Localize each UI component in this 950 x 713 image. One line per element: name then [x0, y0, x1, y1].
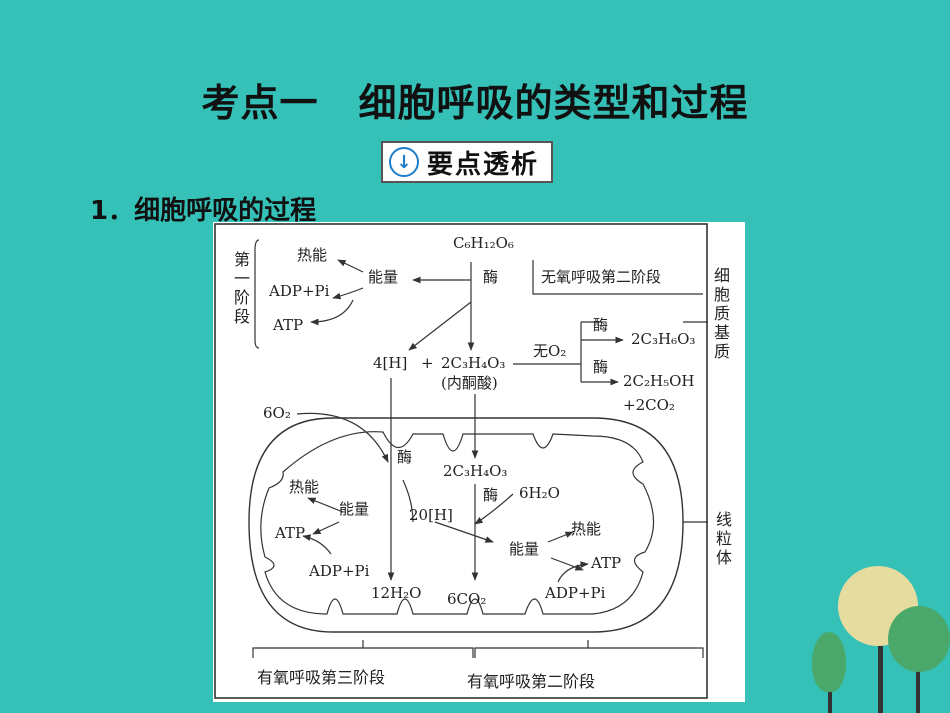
energy-label-2: 能量 [339, 500, 370, 518]
anaerobic-stage2-label: 无氧呼吸第二阶段 [541, 268, 662, 286]
page-title: 考点一细胞呼吸的类型和过程 [201, 81, 749, 125]
no-oxygen-label: 无O₂ [533, 342, 567, 360]
down-arrow-circle-icon: ↓ [389, 147, 419, 177]
energy-label-3: 能量 [509, 540, 540, 558]
tree-crown-green [888, 606, 950, 672]
pyruvate-label-2: 2C₃H₄O₃ [443, 462, 508, 480]
enzyme-label-3: 酶 [593, 358, 609, 376]
key-points-badge: ↓ 要点透析 [381, 141, 553, 183]
lactic-acid-label: 2C₃H₆O₃ [631, 330, 696, 348]
glucose-label: C₆H₁₂O₆ [453, 234, 514, 252]
atp-label-3: ATP [591, 554, 622, 572]
hydrogen-20-label: 20[H] [409, 506, 453, 524]
aerobic-stage3-label: 有氧呼吸第三阶段 [257, 668, 386, 687]
pyruvate-label: 2C₃H₄O₃ [441, 354, 506, 372]
water-6-label: 6H₂O [519, 484, 560, 502]
enzyme-label-5: 酶 [483, 486, 499, 504]
respiration-diagram: 第一阶段 热能 能量 ADP+Pi ATP C₆H₁₂O₆ 酶 无氧呼吸第二阶段… [213, 222, 745, 702]
tree-crown-small [812, 632, 846, 692]
plus-sign: + [421, 354, 434, 372]
heat-label-3: 热能 [571, 520, 602, 538]
adp-label-1: ADP+Pi [269, 282, 330, 300]
cytoplasm-label: 细胞质基质 [713, 266, 730, 361]
atp-label-1: ATP [273, 316, 304, 334]
co2-6-label: 6CO₂ [447, 590, 487, 608]
enzyme-label-4: 酶 [397, 448, 413, 466]
pyruvate-name-label: (内酮酸) [441, 374, 498, 392]
co2-2-label: +2CO₂ [623, 396, 675, 414]
energy-label-1: 能量 [368, 268, 399, 286]
tree-trunk-right [916, 650, 920, 713]
diagram-lines [214, 223, 708, 699]
section-heading: 1．细胞呼吸的过程 [90, 196, 317, 226]
adp-label-3: ADP+Pi [545, 584, 606, 602]
enzyme-label-2: 酶 [593, 316, 609, 334]
mitochondrion-label: 线粒体 [715, 510, 732, 567]
tree-trunk [878, 640, 883, 713]
oxygen-label: 6O₂ [263, 404, 291, 422]
stage1-label: 第一阶段 [233, 250, 250, 326]
aerobic-stage2-label: 有氧呼吸第二阶段 [467, 672, 596, 691]
hydrogen-4-label: 4[H] [373, 354, 408, 372]
heat-label-2: 热能 [289, 478, 320, 496]
enzyme-label-1: 酶 [483, 268, 499, 286]
heat-label-1: 热能 [297, 246, 328, 264]
ethanol-label: 2C₂H₅OH [623, 372, 695, 390]
badge-label: 要点透析 [427, 149, 540, 180]
atp-label-2: ATP [275, 524, 306, 542]
adp-label-2: ADP+Pi [309, 562, 370, 580]
water-12-label: 12H₂O [371, 584, 422, 602]
